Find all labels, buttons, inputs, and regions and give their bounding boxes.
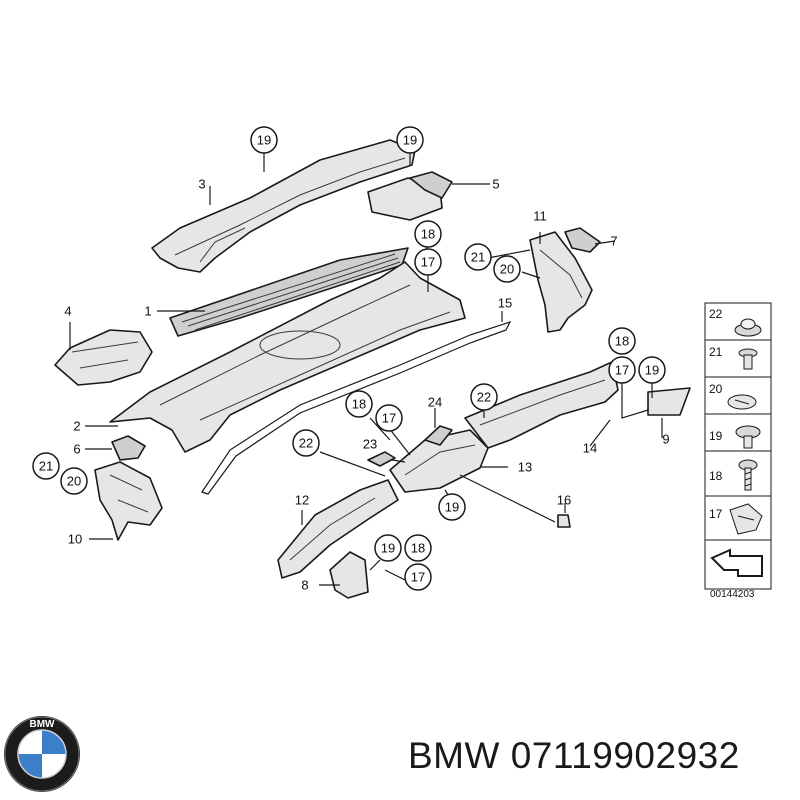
callout-21a: 21 <box>464 243 492 271</box>
part-2-panel <box>109 261 466 453</box>
callout-18d: 18 <box>404 534 432 562</box>
part-label-10: 10 <box>68 532 82 547</box>
screw-washer-icon <box>735 425 761 449</box>
fastener-legend: 22 21 20 19 18 17 <box>704 302 772 600</box>
svg-text:22: 22 <box>299 436 313 451</box>
part-5-box <box>367 171 453 221</box>
part-label-13: 13 <box>518 460 532 475</box>
part-label-16: 16 <box>557 493 571 508</box>
callout-19a: 19 <box>250 126 278 154</box>
part-label-12: 12 <box>295 493 309 508</box>
legend-17: 17 <box>709 507 723 521</box>
callout-18c: 18 <box>345 390 373 418</box>
svg-text:22: 22 <box>477 390 491 405</box>
orientation-arrow-icon <box>710 548 763 577</box>
svg-text:20: 20 <box>67 474 81 489</box>
legend-20: 20 <box>709 382 723 396</box>
part-3-cover <box>151 139 416 273</box>
svg-text:19: 19 <box>445 500 459 515</box>
svg-text:18: 18 <box>352 397 366 412</box>
callout-17b: 17 <box>608 356 636 384</box>
svg-text:17: 17 <box>411 570 425 585</box>
part-7 <box>564 227 601 253</box>
legend-18: 18 <box>709 469 723 483</box>
part-number-caption: BMW 07119902932 <box>408 735 740 776</box>
part-24 <box>424 425 453 446</box>
legend-19: 19 <box>709 429 723 443</box>
part-label-9: 9 <box>662 432 669 447</box>
callout-20b: 20 <box>60 467 88 495</box>
part-label-11: 11 <box>533 209 547 224</box>
legend-21: 21 <box>709 345 723 359</box>
callout-19d: 19 <box>438 493 466 521</box>
legend-22: 22 <box>709 307 723 321</box>
part-number-labels: 1 2 3 4 5 6 7 8 9 10 11 12 13 14 15 16 2… <box>64 177 669 593</box>
callout-21b: 21 <box>32 452 60 480</box>
part-15-seal <box>201 320 512 495</box>
diagram-code: 00144203 <box>710 589 755 600</box>
callout-17d: 17 <box>404 563 432 591</box>
svg-text:17: 17 <box>421 255 435 270</box>
part-label-3: 3 <box>198 177 205 192</box>
part-label-7: 7 <box>610 234 617 249</box>
callout-19c: 19 <box>638 356 666 384</box>
clip-nut-icon <box>727 394 757 410</box>
svg-text:19: 19 <box>381 541 395 556</box>
part-9-bracket <box>647 387 691 416</box>
svg-text:21: 21 <box>471 250 485 265</box>
svg-text:18: 18 <box>615 334 629 349</box>
part-label-14: 14 <box>583 441 597 456</box>
callout-22b: 22 <box>292 429 320 457</box>
part-label-5: 5 <box>492 177 499 192</box>
part-4 <box>54 329 153 386</box>
part-label-6: 6 <box>73 442 80 457</box>
part-8 <box>329 551 369 599</box>
svg-text:21: 21 <box>39 459 53 474</box>
part-label-24: 24 <box>428 395 442 410</box>
part-11-duct <box>529 231 593 333</box>
part-label-2: 2 <box>73 419 80 434</box>
callout-17a: 17 <box>414 248 442 276</box>
callout-18b: 18 <box>608 327 636 355</box>
svg-text:19: 19 <box>645 363 659 378</box>
callout-22a: 22 <box>470 383 498 411</box>
svg-text:17: 17 <box>382 411 396 426</box>
svg-text:19: 19 <box>403 133 417 148</box>
callout-18a: 18 <box>414 220 442 248</box>
bmw-logo-icon: BMW <box>4 716 80 792</box>
svg-text:18: 18 <box>421 227 435 242</box>
part-label-8: 8 <box>301 578 308 593</box>
part-23 <box>367 451 396 467</box>
svg-text:17: 17 <box>615 363 629 378</box>
part-12 <box>277 479 399 579</box>
svg-text:18: 18 <box>411 541 425 556</box>
part-label-15: 15 <box>498 296 512 311</box>
screw-icon <box>738 459 758 491</box>
push-rivet-icon <box>738 348 758 370</box>
part-label-1: 1 <box>144 304 151 319</box>
callout-19b: 19 <box>396 126 424 154</box>
callout-20a: 20 <box>493 255 521 283</box>
callout-19e: 19 <box>374 534 402 562</box>
svg-text:19: 19 <box>257 133 271 148</box>
svg-text:20: 20 <box>500 262 514 277</box>
part-label-4: 4 <box>64 304 71 319</box>
spring-clip-icon <box>729 503 763 535</box>
svg-text:BMW: BMW <box>30 719 56 730</box>
part-16-clip <box>557 514 571 528</box>
part-label-23: 23 <box>363 437 377 452</box>
grommet-icon <box>734 318 762 337</box>
part-14 <box>464 361 619 449</box>
part-6 <box>111 435 146 461</box>
part-10 <box>94 461 163 541</box>
callout-17c: 17 <box>375 404 403 432</box>
